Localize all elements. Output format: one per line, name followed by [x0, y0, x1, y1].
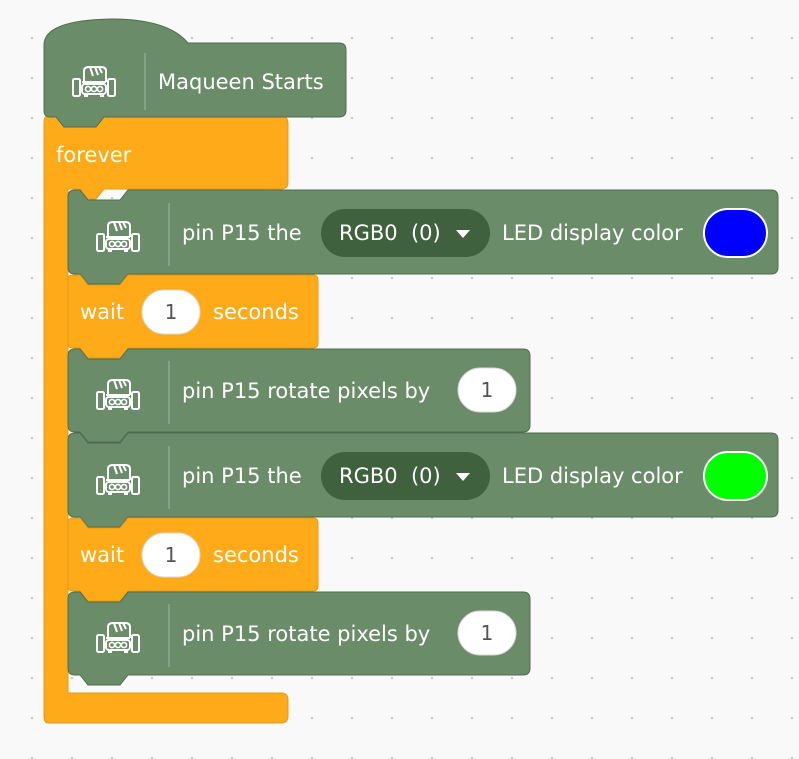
seconds-label: seconds	[213, 300, 299, 324]
rgb-dropdown[interactable]: RGB0 (0)	[321, 452, 490, 500]
block-prefix-label: pin P15 the	[182, 221, 302, 245]
hat-block-label: Maqueen Starts	[158, 70, 324, 94]
block-suffix-label: LED display color	[502, 464, 683, 488]
rotate-pixels-input[interactable]	[457, 367, 517, 413]
rotate-pixels-block[interactable]: pin P15 rotate pixels by 1	[67, 591, 531, 686]
dropdown-arrow-icon	[456, 230, 470, 238]
forever-label: forever	[56, 143, 132, 167]
rotate-pixels-value: 1	[481, 621, 494, 645]
block-suffix-label: LED display color	[502, 221, 683, 245]
wait-seconds-input[interactable]	[141, 289, 201, 335]
wait-seconds-value: 1	[165, 543, 178, 567]
wait-seconds-value: 1	[165, 300, 178, 324]
rotate-pixels-block[interactable]: pin P15 rotate pixels by 1	[67, 348, 531, 443]
rotate-pixels-label: pin P15 rotate pixels by	[182, 622, 430, 646]
color-swatch[interactable]	[703, 208, 768, 258]
led-display-color-block[interactable]: pin P15 the RGB0 (0) LED display color	[67, 432, 779, 528]
rotate-pixels-value: 1	[481, 378, 494, 402]
led-display-color-block[interactable]: pin P15 the RGB0 (0) LED display color	[67, 189, 779, 285]
forever-block[interactable]: forever	[43, 115, 289, 724]
rgb-dropdown-value: RGB0 (0)	[339, 221, 441, 245]
wait-label: wait	[80, 543, 124, 567]
rgb-dropdown[interactable]: RGB0 (0)	[321, 209, 490, 257]
dropdown-arrow-icon	[456, 473, 470, 481]
wait-seconds-block[interactable]: wait 1 seconds	[67, 274, 319, 359]
rotate-pixels-input[interactable]	[457, 610, 517, 656]
wait-seconds-block[interactable]: wait 1 seconds	[67, 517, 319, 602]
maqueen-starts-hat-block[interactable]: Maqueen Starts	[43, 18, 347, 128]
wait-label: wait	[80, 300, 124, 324]
rgb-dropdown-value: RGB0 (0)	[339, 464, 441, 488]
block-prefix-label: pin P15 the	[182, 464, 302, 488]
color-swatch[interactable]	[703, 451, 768, 501]
wait-seconds-input[interactable]	[141, 532, 201, 578]
seconds-label: seconds	[213, 543, 299, 567]
rotate-pixels-label: pin P15 rotate pixels by	[182, 379, 430, 403]
